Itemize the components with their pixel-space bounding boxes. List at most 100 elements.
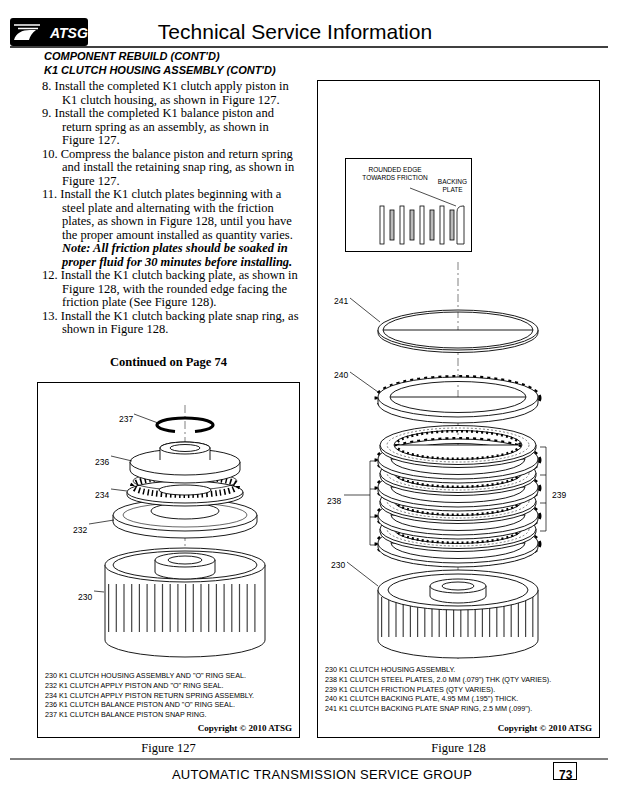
label-slot: AUTOMATIC TRANSMISSION SERVICE GROUP xyxy=(113,767,531,782)
clutch-housing-fig127 xyxy=(105,405,265,657)
inset-slot: ROUNDED EDGE TOWARDS FRICTION xyxy=(353,166,437,182)
clutch-pack-fig128 xyxy=(376,262,540,660)
return-spring xyxy=(127,481,243,503)
footer-rule xyxy=(10,759,608,760)
clutch-housing-fig127 xyxy=(108,584,262,632)
instruction-step: 12. Install the K1 clutch backing plate,… xyxy=(42,269,300,310)
balance-piston xyxy=(130,442,240,483)
instruction-step: 8. Install the completed K1 clutch apply… xyxy=(42,80,300,107)
clutch-pack-fig128 xyxy=(388,574,528,606)
plate-section xyxy=(400,206,404,244)
figure-frame: 230 K1 CLUTCH HOUSING ASSEMBLY AND "O" R… xyxy=(37,382,300,757)
label-slot: 232 xyxy=(72,519,88,537)
callout-number: 230 xyxy=(77,592,93,602)
balance-piston xyxy=(160,442,210,460)
parts-list-line: 230 K1 CLUTCH HOUSING ASSEMBLY. xyxy=(325,665,595,675)
bracket-line xyxy=(347,562,378,586)
detail-inset: ROUNDED EDGE TOWARDS FRICTIONBACKING PLA… xyxy=(345,158,472,252)
balance-piston xyxy=(170,445,200,452)
label-slot: 237 xyxy=(118,408,134,426)
label-slot: K1 CLUTCH HOUSING ASSEMBLY (CONT'D) xyxy=(44,64,276,77)
backing-snap-ring xyxy=(378,310,538,353)
clutch-housing-fig127 xyxy=(155,553,215,567)
copyright-slot: Copyright © 2010 ATSG xyxy=(498,723,592,733)
callout-number: 236 xyxy=(94,457,110,467)
plate-section xyxy=(420,206,424,244)
label-slot: 230 xyxy=(77,586,93,604)
label-slot: 239 xyxy=(551,484,567,502)
instruction-step: 11. Install the K1 clutch plates beginni… xyxy=(42,188,300,242)
leader-line xyxy=(111,489,127,491)
copyright-slot: Copyright © 2010 ATSG xyxy=(198,723,292,733)
clutch-housing-fig127 xyxy=(168,556,202,564)
callout-number: 240 xyxy=(333,370,349,380)
snap-ring xyxy=(157,418,213,432)
return-spring xyxy=(159,485,211,495)
clutch-pack-fig128 xyxy=(378,570,538,610)
clutch-pack-fig128 xyxy=(442,582,474,590)
plate-section xyxy=(430,210,434,240)
callout-number: 234 xyxy=(94,490,110,500)
logo-slot: ATSG xyxy=(50,24,88,42)
plate-section xyxy=(457,206,464,244)
clutch-housing-fig127 xyxy=(105,548,265,582)
parts-list-line: 239 K1 CLUTCH FRICTION PLATES (QTY VARIE… xyxy=(325,685,595,695)
leader-line xyxy=(134,414,158,423)
note-text: Note: All friction plates should be soak… xyxy=(42,242,300,269)
badge-slot: 73 xyxy=(559,765,572,783)
logo-box: ATSG xyxy=(10,18,88,46)
leader-line xyxy=(111,456,132,461)
figure-frame: ROUNDED EDGE TOWARDS FRICTIONBACKING PLA… xyxy=(317,80,600,757)
bracket-line xyxy=(540,447,546,531)
parts-list-line: 241 K1 CLUTCH BACKING PLATE SNAP RING, 2… xyxy=(325,704,595,714)
copyright: Copyright © 2010 ATSG xyxy=(198,723,292,733)
footer-text: AUTOMATIC TRANSMISSION SERVICE GROUP xyxy=(113,767,531,782)
callout-number: 239 xyxy=(551,490,567,500)
leader-line xyxy=(89,414,158,592)
callout-number: 230 xyxy=(330,560,346,570)
parts-list-line: 237 K1 CLUTCH BALANCE PISTON SNAP RING. xyxy=(45,710,295,720)
parts-list: 230 K1 CLUTCH HOUSING ASSEMBLY.238 K1 CL… xyxy=(325,665,595,714)
snap-ring xyxy=(157,418,213,432)
caption-slot: Figure 127 xyxy=(37,741,300,756)
page-number: 73 xyxy=(559,768,572,782)
header-rule xyxy=(10,46,608,48)
instruction-step: 13. Install the K1 clutch backing plate … xyxy=(42,310,300,337)
callout-number: 238 xyxy=(326,496,342,506)
parts-list-line: 240 K1 CLUTCH BACKING PLATE, 4.95 MM (.1… xyxy=(325,694,595,704)
leader-line xyxy=(94,591,104,592)
backing-plate xyxy=(378,377,538,417)
label-slot: 238 xyxy=(326,490,342,508)
header-logo xyxy=(14,30,36,40)
section-heading: K1 CLUTCH HOUSING ASSEMBLY (CONT'D) xyxy=(44,64,276,77)
clutch-housing-fig127 xyxy=(113,551,257,579)
header-logo xyxy=(10,18,88,46)
callout-number: 232 xyxy=(72,525,88,535)
header-logo xyxy=(14,25,40,29)
clutch-pack-fig128 xyxy=(380,426,536,468)
caption-slot: Figure 128 xyxy=(317,741,600,756)
label-slot: Continued on Page 74 xyxy=(37,355,300,370)
label-slot: 241 xyxy=(333,290,349,308)
balance-piston xyxy=(160,442,210,454)
label-slot: 240 xyxy=(333,364,349,382)
copyright: Copyright © 2010 ATSG xyxy=(498,723,592,733)
inset-slot: BACKING PLATE xyxy=(435,178,470,194)
parts-list-line: 236 K1 CLUTCH BALANCE PISTON AND "O" RIN… xyxy=(45,700,295,710)
bracket-line xyxy=(344,298,546,586)
instruction-step: 10. Compress the balance piston and retu… xyxy=(42,148,300,189)
title-slot: Technical Service Information xyxy=(100,20,490,44)
label-slot: 234 xyxy=(94,484,110,502)
header-rule xyxy=(10,47,608,48)
plate-section xyxy=(440,206,444,244)
continued-note: Continued on Page 74 xyxy=(37,355,300,370)
clutch-pack-fig128 xyxy=(430,579,486,593)
logo-text: ATSG xyxy=(50,25,88,41)
bracket-line xyxy=(370,461,376,545)
parts-list: 230 K1 CLUTCH HOUSING ASSEMBLY AND "O" R… xyxy=(45,671,295,720)
inset-label: BACKING PLATE xyxy=(435,178,470,194)
section-heading: COMPONENT REBUILD (CONT'D) xyxy=(44,50,220,63)
apply-piston xyxy=(123,503,247,527)
bracket-line xyxy=(350,298,380,322)
plate-section xyxy=(390,210,394,240)
